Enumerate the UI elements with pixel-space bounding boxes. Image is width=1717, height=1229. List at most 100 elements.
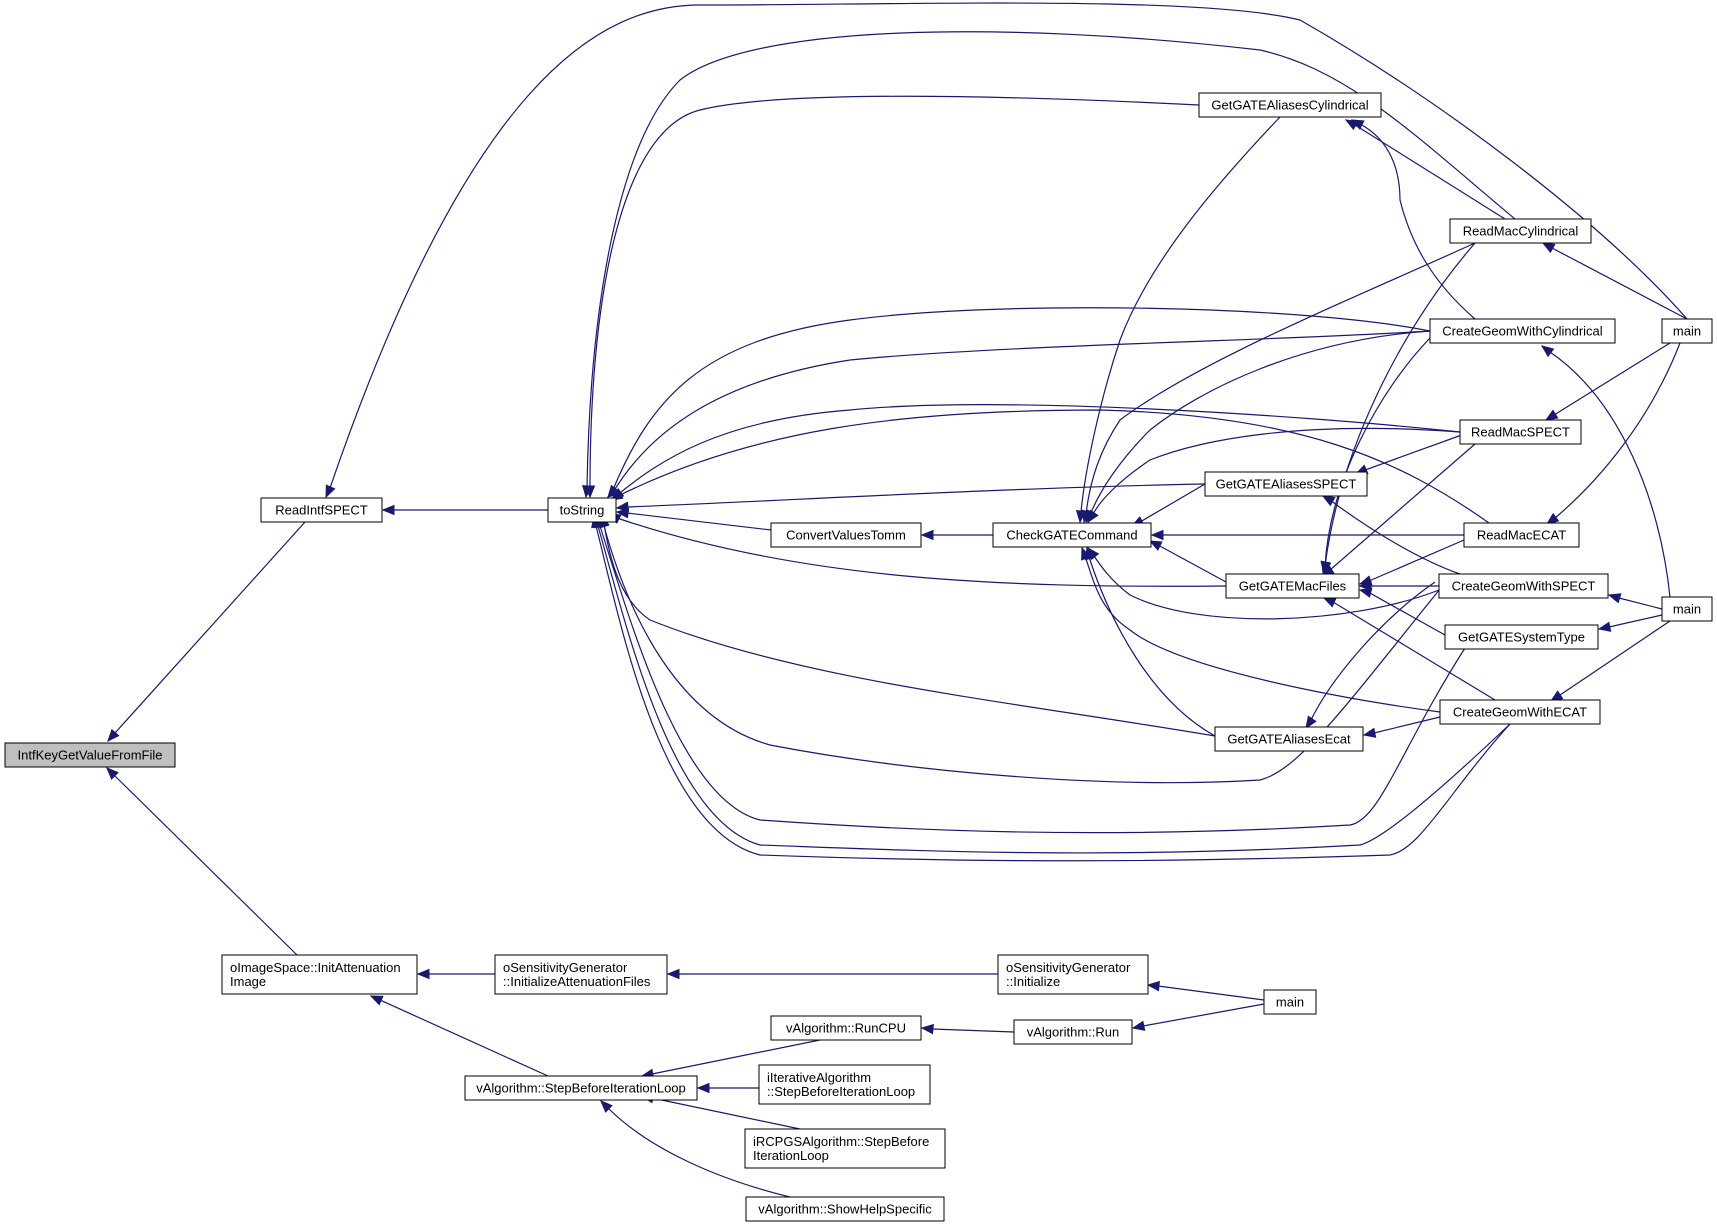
edge-line: [1541, 345, 1671, 598]
node-box[interactable]: [997, 954, 1149, 995]
node-label: GetGATEAliasesCylindrical: [1211, 98, 1368, 113]
edge-line: [1085, 330, 1431, 523]
node-box[interactable]: [1463, 522, 1580, 548]
node-box[interactable]: [745, 1196, 945, 1222]
node-box[interactable]: [1263, 989, 1317, 1015]
node-main3[interactable]: main: [1263, 989, 1317, 1015]
arrowhead: [1358, 587, 1373, 598]
node-box[interactable]: [1214, 726, 1364, 752]
edge: [1148, 540, 1227, 583]
node-getsystype[interactable]: GetGATESystemType: [1444, 624, 1599, 650]
node-label: iRCPGSAlgorithm::StepBefore: [753, 1134, 929, 1149]
node-box[interactable]: [547, 497, 617, 523]
node-box[interactable]: [4, 742, 176, 768]
node-runcpu[interactable]: vAlgorithm::RunCPU: [770, 1015, 922, 1041]
node-showhelp[interactable]: vAlgorithm::ShowHelpSpecific: [745, 1196, 945, 1222]
node-label: GetGATEAliasesEcat: [1227, 732, 1351, 747]
node-iterstep[interactable]: iIterativeAlgorithm::StepBeforeIteration…: [758, 1064, 931, 1105]
edge: [1544, 342, 1671, 421]
node-tostring[interactable]: toString: [547, 497, 617, 523]
node-stepbefore[interactable]: vAlgorithm::StepBeforeIterationLoop: [464, 1075, 698, 1101]
node-box[interactable]: [1661, 318, 1713, 344]
node-cgwecat[interactable]: CreateGeomWithECAT: [1439, 699, 1601, 725]
arrowhead: [600, 1100, 613, 1113]
node-box[interactable]: [260, 497, 383, 523]
node-label: oSensitivityGenerator: [503, 960, 628, 975]
arrowhead: [1607, 593, 1622, 604]
node-box[interactable]: [1449, 218, 1592, 244]
node-box[interactable]: [770, 522, 922, 548]
node-box[interactable]: [1225, 573, 1360, 599]
node-label: ReadMacSPECT: [1471, 425, 1570, 440]
edge-line: [597, 515, 1466, 834]
edge: [584, 95, 1200, 499]
node-box[interactable]: [1429, 318, 1616, 344]
node-box[interactable]: [744, 1128, 946, 1169]
edge-line: [106, 767, 298, 956]
node-gga_cyl[interactable]: GetGATEAliasesCylindrical: [1198, 92, 1382, 118]
node-convert[interactable]: ConvertValuesTomm: [770, 522, 922, 548]
node-box[interactable]: [1444, 624, 1599, 650]
node-root[interactable]: IntfKeyGetValueFromFile: [4, 742, 176, 768]
node-gga_spect[interactable]: GetGATEAliasesSPECT: [1204, 471, 1368, 497]
node-box[interactable]: [1204, 471, 1368, 497]
arrowhead: [1305, 715, 1317, 730]
node-cgwcyl[interactable]: CreateGeomWithCylindrical: [1429, 318, 1616, 344]
node-label: ::InitializeAttenuationFiles: [503, 974, 651, 989]
node-box[interactable]: [1438, 573, 1609, 599]
node-box[interactable]: [221, 954, 418, 995]
node-box[interactable]: [494, 954, 668, 995]
node-cgwspect[interactable]: CreateGeomWithSPECT: [1438, 573, 1609, 599]
node-box[interactable]: [758, 1064, 931, 1105]
edge: [1354, 431, 1471, 475]
edge-line: [1079, 116, 1281, 523]
node-box[interactable]: [1661, 596, 1713, 622]
edge: [1362, 716, 1441, 738]
edge: [666, 968, 998, 980]
arrowhead: [920, 529, 934, 541]
edge-line: [616, 483, 1206, 509]
edge-line: [1355, 431, 1471, 475]
node-readmaccyl[interactable]: ReadMacCylindrical: [1449, 218, 1592, 244]
node-label: ::StepBeforeIterationLoop: [767, 1084, 915, 1099]
node-box[interactable]: [1459, 419, 1582, 445]
node-box[interactable]: [992, 522, 1152, 548]
node-readintf[interactable]: ReadIntfSPECT: [260, 497, 383, 523]
node-box[interactable]: [1439, 699, 1601, 725]
node-sensinit[interactable]: oSensitivityGenerator::Initialize: [997, 954, 1149, 995]
node-main2[interactable]: main: [1661, 596, 1713, 622]
node-readmacecat[interactable]: ReadMacECAT: [1463, 522, 1580, 548]
node-readmacspect[interactable]: ReadMacSPECT: [1459, 419, 1582, 445]
node-box[interactable]: [770, 1015, 922, 1041]
edge-line: [1305, 581, 1436, 729]
node-box[interactable]: [1013, 1019, 1133, 1045]
edge-line: [107, 521, 306, 742]
edge-line: [1087, 547, 1440, 620]
node-box[interactable]: [464, 1075, 698, 1101]
edge-line: [600, 1100, 791, 1198]
node-label: CreateGeomWithCylindrical: [1442, 324, 1602, 339]
arrowhead: [369, 995, 384, 1006]
edge: [106, 767, 298, 956]
arrowhead: [1087, 509, 1099, 524]
node-gga_ecat[interactable]: GetGATEAliasesEcat: [1214, 726, 1364, 752]
node-main1[interactable]: main: [1661, 318, 1713, 344]
node-label: vAlgorithm::RunCPU: [786, 1021, 906, 1036]
edge: [369, 995, 549, 1077]
edge: [1150, 529, 1464, 541]
node-getmac[interactable]: GetGATEMacFiles: [1225, 573, 1360, 599]
node-label: CreateGeomWithECAT: [1453, 705, 1587, 720]
node-box[interactable]: [1198, 92, 1382, 118]
edge-line: [616, 511, 772, 531]
node-ircpgs[interactable]: iRCPGSAlgorithm::StepBeforeIterationLoop: [744, 1128, 946, 1169]
node-checkgate[interactable]: CheckGATECommand: [992, 522, 1152, 548]
node-initattfiles[interactable]: oSensitivityGenerator::InitializeAttenua…: [494, 954, 668, 995]
node-run[interactable]: vAlgorithm::Run: [1013, 1019, 1133, 1045]
node-label: main: [1276, 995, 1304, 1010]
arrowhead: [1150, 529, 1164, 541]
node-label: vAlgorithm::Run: [1027, 1025, 1119, 1040]
node-label: GetGATEMacFiles: [1239, 579, 1347, 594]
arrowhead: [696, 1082, 710, 1094]
edge: [615, 483, 1206, 512]
